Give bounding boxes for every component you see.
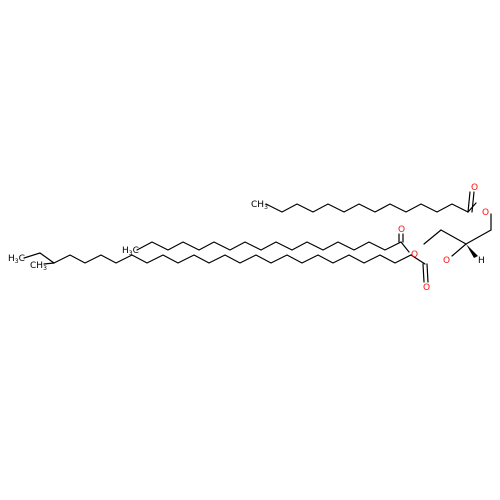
- top-carbonyl-oxygen: O: [471, 183, 478, 193]
- glycerol-backbone: [423, 213, 492, 258]
- bb-ch-olow: [451, 243, 467, 257]
- top-chain-bonds: [265, 202, 477, 213]
- stereo-hydrogen: H: [478, 256, 485, 266]
- low-carbonyl-bond-2: [426, 263, 429, 283]
- top-ester-oxygen: O: [482, 208, 489, 218]
- atom-labels: O O O O O O H CH3 H3C H3C CH3: [8, 183, 489, 293]
- low-methyl-bond: [43, 262, 55, 265]
- low-carbonyl-bond-1: [422, 263, 425, 283]
- mid-ester-oxygen: O: [411, 250, 418, 260]
- low-ester-oxygen: O: [443, 256, 450, 266]
- mid-acyl-chain: [136, 233, 410, 253]
- low-branch-methyl: CH3: [30, 261, 47, 272]
- bb-ch2b-omid: [423, 229, 442, 245]
- low-chain-bonds: [53, 254, 426, 265]
- low-acyl-chain: [23, 252, 429, 283]
- bb-ch-ch2b: [440, 229, 467, 245]
- top-carbonyl-bond-1: [467, 191, 471, 213]
- low-ethyl-bond-2: [23, 252, 41, 259]
- top-terminal-methyl: CH3: [251, 200, 268, 211]
- bb-ch2-ch: [465, 229, 492, 245]
- low-terminal-ethyl-methyl: H3C: [8, 254, 25, 265]
- low-carbonyl-oxygen: O: [423, 283, 430, 293]
- mid-terminal-methyl: H3C: [122, 246, 139, 257]
- stereo-wedge: [466, 244, 478, 258]
- top-acyl-chain: [265, 191, 477, 213]
- low-ethyl-bond-1: [39, 252, 55, 264]
- mid-carbonyl-oxygen: O: [398, 225, 405, 235]
- top-carbonyl-bond-2: [471, 191, 475, 213]
- mid-chain-bonds: [136, 241, 410, 253]
